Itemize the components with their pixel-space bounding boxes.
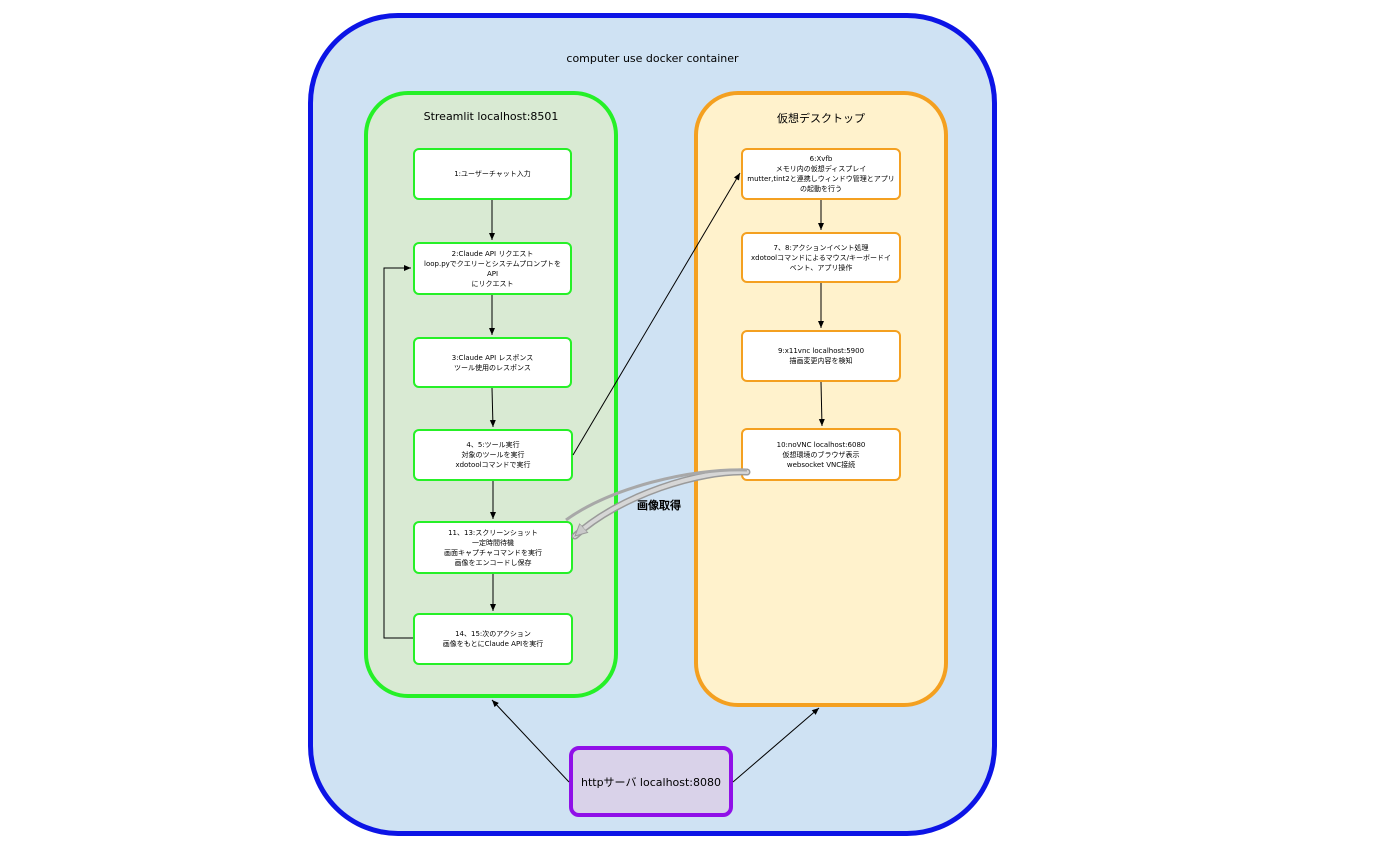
step-6-xvfb: 6:Xvfb メモリ内の仮想ディスプレイ mutter,tint2と連携しウィン… xyxy=(741,148,901,200)
arrow-step3-to-step4 xyxy=(489,387,496,428)
step-14-15-next-action: 14、15:次のアクション 画像をもとにClaude APIを実行 xyxy=(413,613,573,665)
image-fetch-label: 画像取得 xyxy=(637,499,681,512)
http-server-box: httpサーバ localhost:8080 xyxy=(569,746,733,817)
step-9-x11vnc: 9:x11vnc localhost:5900 描画変更内容を検知 xyxy=(741,330,901,382)
http-server-label: httpサーバ localhost:8080 xyxy=(580,775,722,789)
docker-container-label: computer use docker container xyxy=(566,52,739,65)
image-fetch-arrow xyxy=(571,468,751,540)
step-11-13-screenshot: 11、13:スクリーンショット 一定時間待機 画面キャプチャコマンドを実行 画像… xyxy=(413,521,573,574)
arrow-http-to-desktop xyxy=(732,707,820,783)
step-4-5-tool-execution: 4、5:ツール実行 対象のツールを実行 xdotoolコマンドで実行 xyxy=(413,429,573,481)
step-3-claude-api-response: 3:Claude API レスポンス ツール使用のレスポンス xyxy=(413,337,572,388)
step-7-8-action-event: 7、8:アクションイベント処理 xdotoolコマンドによるマウス/キーボードイ… xyxy=(741,232,901,283)
virtual-desktop-panel-title: 仮想デスクトップ xyxy=(777,112,865,125)
step-2-claude-api-request: 2:Claude API リクエスト loop.pyでクエリーとシステムプロンプ… xyxy=(413,242,572,295)
streamlit-panel-title: Streamlit localhost:8501 xyxy=(423,110,559,123)
arrow-http-to-streamlit xyxy=(491,699,570,783)
step-1-user-chat-input: 1:ユーザーチャット入力 xyxy=(413,148,572,200)
loop-arrow-step14-to-step2 xyxy=(383,265,413,639)
arrow-step9-to-step10 xyxy=(818,381,825,427)
arrow-step4-to-step6 xyxy=(572,172,741,456)
step-10-novnc: 10:noVNC localhost:6080 仮想環境のブラウザ表示 webs… xyxy=(741,428,901,481)
